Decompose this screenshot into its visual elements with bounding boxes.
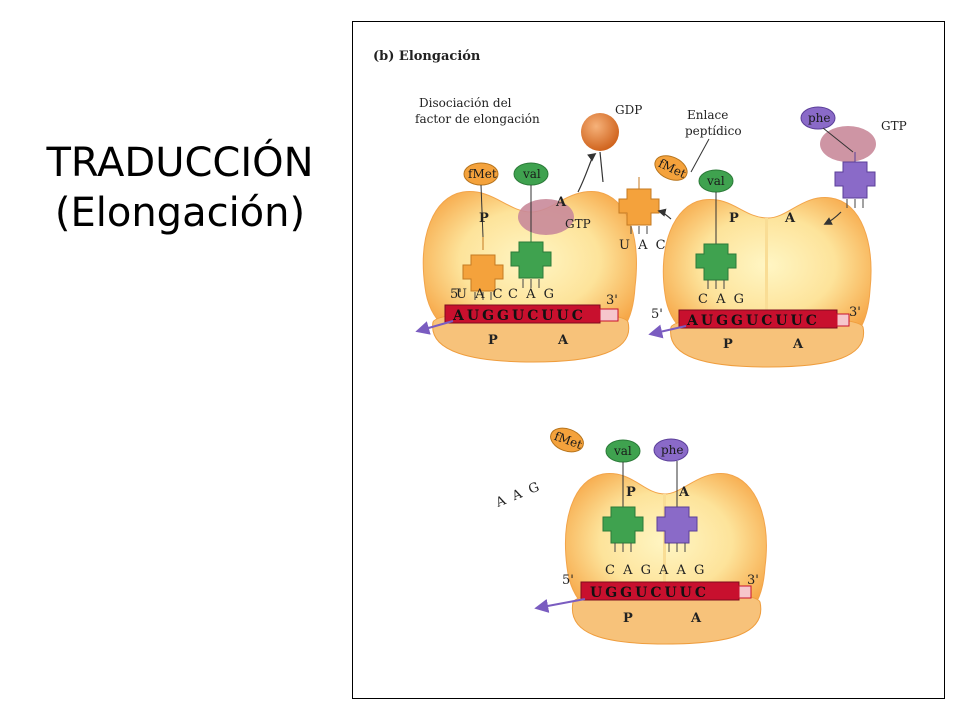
anticodon-cag-2: C A G	[698, 292, 746, 307]
mrna-tail-2	[836, 313, 850, 327]
amino-acid-fmet-3	[550, 427, 584, 453]
three-prime-2: 3'	[849, 305, 861, 320]
three-prime-3: 3'	[747, 573, 759, 588]
ef-connector-line	[599, 151, 604, 183]
trna-p-stem-1	[480, 184, 484, 238]
ef-tu-blob-2	[820, 126, 876, 162]
three-prime-1: 3'	[606, 293, 618, 308]
site-a-bottom-2: A	[792, 337, 804, 352]
panel-3: fMet val phe P A A A G C A G A A G UGGUC…	[493, 427, 767, 645]
gtp-label-1: GTP	[565, 217, 591, 231]
peptide-label-line2: peptídico	[685, 124, 742, 138]
aa-val-label-1: val	[522, 167, 541, 181]
trna-p-green-2	[695, 243, 737, 289]
mrna-direction-arrow-3	[534, 598, 586, 613]
trna-a-purple-3	[656, 506, 698, 552]
five-prime-2: 5'	[651, 307, 663, 322]
dissociation-label-line2: factor de elongación	[415, 112, 540, 126]
site-p-bottom-3: P	[623, 611, 633, 626]
site-a-bottom-1: A	[557, 333, 569, 348]
trna-p-orange-1	[462, 237, 504, 300]
site-p-top-2: P	[729, 211, 739, 226]
trna-p-green-3	[602, 506, 644, 552]
anticodon-uac-1: U A C	[456, 287, 505, 302]
dissociation-label-line1: Disociación del	[419, 96, 512, 110]
incoming-arrow	[823, 211, 842, 225]
peptide-label-line1: Enlace	[687, 108, 728, 122]
site-a-bottom-3: A	[690, 611, 702, 626]
mrna-sequence-1: AUGGUCUUC	[452, 308, 586, 324]
mrna-direction-arrow-2	[648, 324, 687, 339]
aa-val-label-3: val	[613, 444, 632, 458]
elongation-diagram: (b) Elongación Disociación del factor de…	[373, 49, 907, 645]
site-p-top-1: P	[479, 211, 489, 226]
mrna-direction-arrow-1	[415, 320, 454, 335]
site-p-bottom-2: P	[723, 337, 733, 352]
mrna-sequence-3: UGGUCUUC	[590, 585, 709, 601]
release-arrow	[657, 208, 672, 220]
site-a-top-3: A	[678, 485, 690, 500]
panel-2: Enlace peptídico phe GTP fMet val	[648, 106, 907, 368]
site-a-top-1: A	[555, 195, 567, 210]
site-p-bottom-1: P	[488, 333, 498, 348]
trna-incoming-purple	[834, 152, 876, 208]
site-p-top-3: P	[626, 485, 636, 500]
released-trna	[618, 177, 660, 234]
ribosome-divider-2	[765, 218, 768, 318]
released-anticodon: U A C	[619, 238, 668, 253]
mrna-tail-1	[599, 308, 619, 322]
figure-frame: (b) Elongación Disociación del factor de…	[352, 21, 945, 699]
trna-a-green-1	[510, 232, 552, 288]
site-a-top-2: A	[784, 211, 796, 226]
mrna-tail-3	[738, 585, 752, 599]
gdp-ball-icon	[581, 113, 619, 151]
dissociation-arrow	[577, 152, 597, 193]
aa-phe-label-3: phe	[661, 443, 684, 457]
slide-title-line2: (Elongación)	[54, 190, 306, 236]
anticodon-aag-3: A A G	[658, 563, 706, 578]
amino-acid-phe-incoming	[800, 106, 836, 130]
amino-acid-fmet-2	[654, 155, 688, 181]
five-prime-1: 5'	[450, 287, 462, 302]
aa-val-label-2: val	[706, 174, 725, 188]
aa-phe-incoming-label: phe	[808, 111, 831, 125]
anticodon-cag-3: C A G	[605, 563, 653, 578]
anticodon-cag-1: C A G	[508, 287, 556, 302]
panel-1: Disociación del factor de elongación GDP…	[415, 96, 672, 363]
peptide-pointer	[690, 138, 710, 173]
phe-stem-2	[822, 127, 854, 153]
gdp-label: GDP	[615, 103, 642, 117]
amino-acid-phe-3	[653, 438, 689, 462]
slide-title: TRADUCCIÓN (Elongación)	[20, 138, 340, 238]
free-codon-aag: A A G	[493, 479, 544, 511]
aa-fmet-label-1: fMet	[468, 167, 497, 181]
gtp-label-2: GTP	[881, 119, 907, 133]
five-prime-3: 5'	[562, 573, 574, 588]
ef-tu-blob-1	[518, 199, 574, 235]
slide-title-line1: TRADUCCIÓN	[46, 140, 314, 186]
panel-title: (b) Elongación	[373, 49, 481, 64]
mrna-sequence-2: AUGGUCUUC	[686, 313, 820, 329]
